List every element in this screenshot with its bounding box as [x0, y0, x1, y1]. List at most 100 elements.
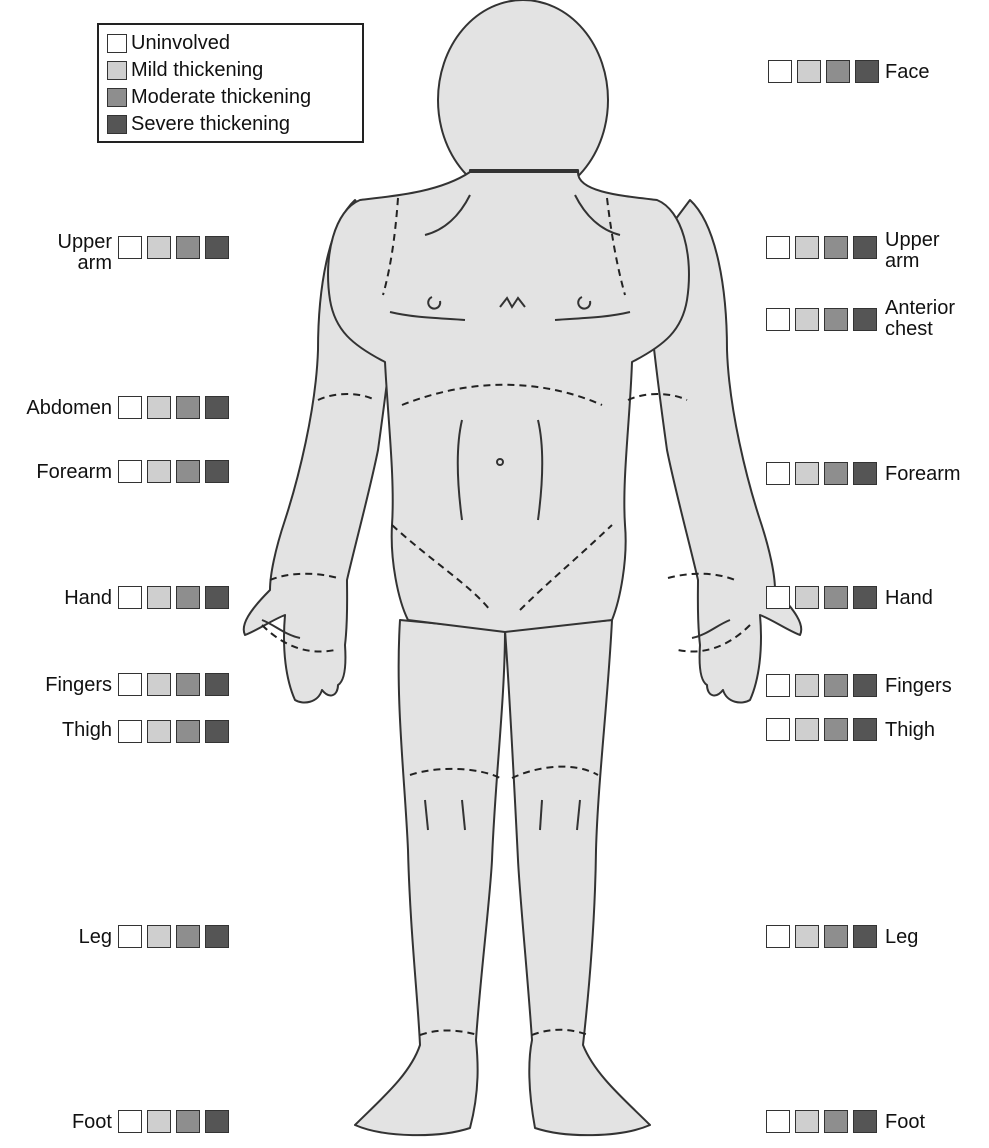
severity-boxes	[766, 925, 877, 948]
severity-boxes	[768, 60, 879, 83]
legend-item: Moderate thickening	[107, 85, 311, 109]
severe-box[interactable]	[205, 925, 229, 948]
moderate-box[interactable]	[176, 586, 200, 609]
severe-box[interactable]	[205, 673, 229, 696]
severe-box[interactable]	[205, 1110, 229, 1133]
uninvolved-box[interactable]	[118, 460, 142, 483]
mild-box[interactable]	[147, 396, 171, 419]
moderate-box[interactable]	[176, 925, 200, 948]
mild-box[interactable]	[147, 1110, 171, 1133]
mild-box[interactable]	[147, 586, 171, 609]
uninvolved-box[interactable]	[766, 462, 790, 485]
moderate-box[interactable]	[176, 236, 200, 259]
region-label: Leg	[0, 927, 112, 948]
severe-box[interactable]	[205, 586, 229, 609]
severe-box[interactable]	[853, 1110, 877, 1133]
mild-box[interactable]	[795, 236, 819, 259]
uninvolved-box[interactable]	[118, 586, 142, 609]
moderate-box[interactable]	[824, 718, 848, 741]
uninvolved-box[interactable]	[766, 925, 790, 948]
severity-boxes	[118, 460, 229, 483]
uninvolved-box[interactable]	[118, 1110, 142, 1133]
uninvolved-box[interactable]	[766, 674, 790, 697]
severe-box[interactable]	[205, 236, 229, 259]
region-label: Face	[885, 62, 929, 83]
moderate-box[interactable]	[824, 236, 848, 259]
mild-box[interactable]	[795, 462, 819, 485]
severe-box[interactable]	[205, 460, 229, 483]
mild-box[interactable]	[147, 460, 171, 483]
region-label: Forearm	[0, 462, 112, 483]
severe-box[interactable]	[853, 462, 877, 485]
uninvolved-box[interactable]	[766, 1110, 790, 1133]
region-label: Leg	[885, 927, 918, 948]
severity-boxes	[118, 720, 229, 743]
severe-box[interactable]	[853, 236, 877, 259]
severity-boxes	[766, 674, 877, 697]
mild-box[interactable]	[795, 925, 819, 948]
region-label: Foot	[885, 1112, 925, 1133]
severity-boxes	[766, 462, 877, 485]
severe-box[interactable]	[205, 396, 229, 419]
severe-box[interactable]	[205, 720, 229, 743]
severe-box[interactable]	[853, 718, 877, 741]
moderate-box[interactable]	[826, 60, 850, 83]
mild-box[interactable]	[147, 925, 171, 948]
moderate-box[interactable]	[176, 673, 200, 696]
legend-swatch	[107, 61, 127, 80]
legend-item: Severe thickening	[107, 112, 290, 136]
severity-boxes	[766, 236, 877, 259]
uninvolved-box[interactable]	[118, 673, 142, 696]
legend-item: Uninvolved	[107, 31, 230, 55]
moderate-box[interactable]	[824, 674, 848, 697]
mild-box[interactable]	[795, 308, 819, 331]
mild-box[interactable]	[795, 1110, 819, 1133]
moderate-box[interactable]	[176, 720, 200, 743]
legend-label: Moderate thickening	[131, 86, 311, 108]
mild-box[interactable]	[795, 586, 819, 609]
mild-box[interactable]	[147, 236, 171, 259]
severe-box[interactable]	[853, 586, 877, 609]
legend-swatch	[107, 34, 127, 53]
severity-boxes	[766, 718, 877, 741]
severe-box[interactable]	[853, 925, 877, 948]
mild-box[interactable]	[147, 673, 171, 696]
severity-boxes	[766, 1110, 877, 1133]
legend-item: Mild thickening	[107, 58, 263, 82]
moderate-box[interactable]	[824, 925, 848, 948]
mild-box[interactable]	[797, 60, 821, 83]
region-label: Abdomen	[0, 398, 112, 419]
uninvolved-box[interactable]	[766, 586, 790, 609]
severity-boxes	[118, 236, 229, 259]
moderate-box[interactable]	[176, 460, 200, 483]
severe-box[interactable]	[855, 60, 879, 83]
region-label: Foot	[0, 1112, 112, 1133]
left-leg-shape	[355, 620, 505, 1135]
severity-boxes	[766, 308, 877, 331]
mild-box[interactable]	[795, 674, 819, 697]
region-label: Hand	[885, 588, 933, 609]
uninvolved-box[interactable]	[766, 236, 790, 259]
moderate-box[interactable]	[176, 1110, 200, 1133]
moderate-box[interactable]	[824, 462, 848, 485]
moderate-box[interactable]	[824, 1110, 848, 1133]
mild-box[interactable]	[147, 720, 171, 743]
severity-boxes	[118, 925, 229, 948]
moderate-box[interactable]	[824, 586, 848, 609]
legend: Uninvolved Mild thickening Moderate thic…	[97, 23, 364, 143]
uninvolved-box[interactable]	[768, 60, 792, 83]
uninvolved-box[interactable]	[118, 925, 142, 948]
region-label: Thigh	[0, 720, 112, 741]
uninvolved-box[interactable]	[118, 236, 142, 259]
mild-box[interactable]	[795, 718, 819, 741]
uninvolved-box[interactable]	[766, 308, 790, 331]
moderate-box[interactable]	[176, 396, 200, 419]
uninvolved-box[interactable]	[766, 718, 790, 741]
moderate-box[interactable]	[824, 308, 848, 331]
severe-box[interactable]	[853, 674, 877, 697]
uninvolved-box[interactable]	[118, 396, 142, 419]
uninvolved-box[interactable]	[118, 720, 142, 743]
severe-box[interactable]	[853, 308, 877, 331]
